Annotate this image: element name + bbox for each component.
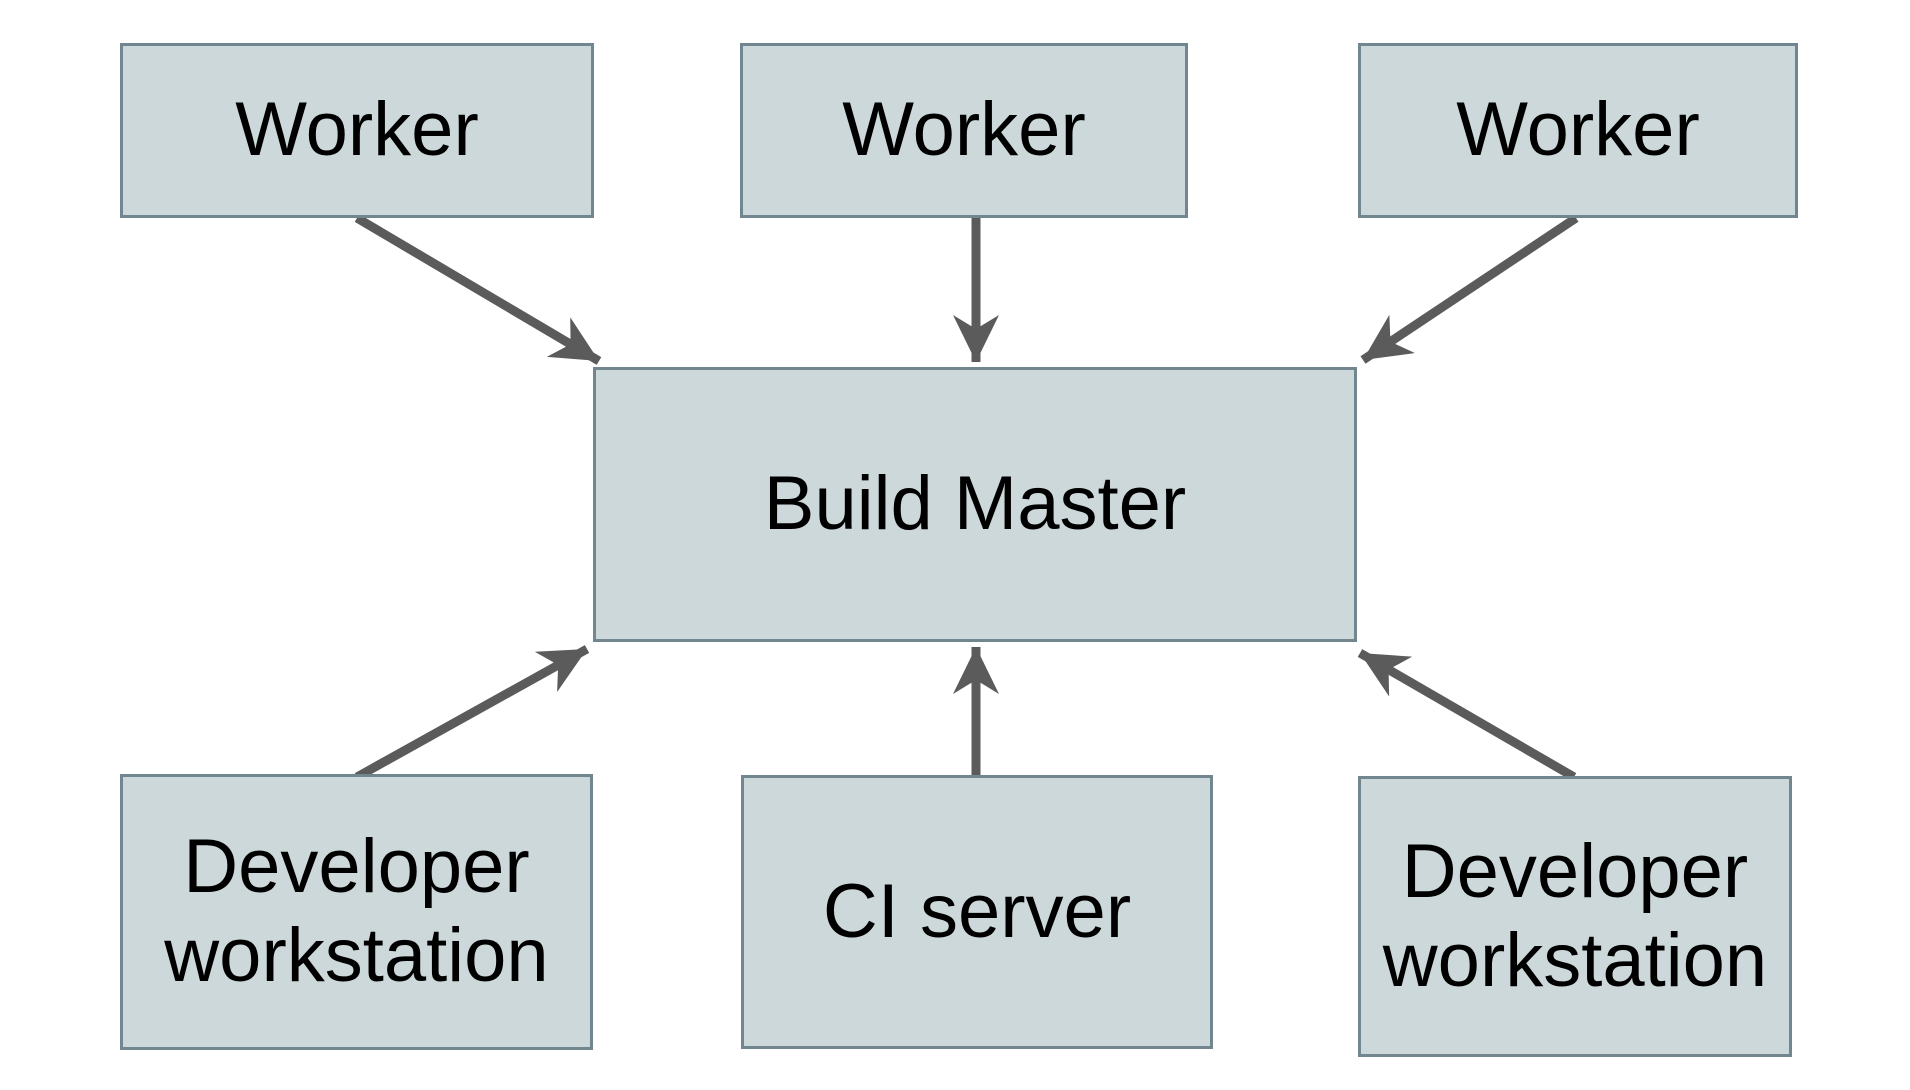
node-build-master: Build Master <box>593 367 1357 642</box>
arrow-dev-workstation-1-to-build-master <box>354 645 590 781</box>
node-worker-1: Worker <box>120 43 594 218</box>
node-developer-workstation-left: Developer workstation <box>120 774 593 1050</box>
node-worker-2: Worker <box>740 43 1188 218</box>
node-ci-server: CI server <box>741 775 1213 1049</box>
arrow-worker-3-to-build-master <box>1360 214 1579 364</box>
node-worker-3: Worker <box>1358 43 1798 218</box>
arrow-worker-1-to-build-master <box>354 214 602 365</box>
node-developer-workstation-right: Developer workstation <box>1358 776 1792 1057</box>
arrow-dev-workstation-2-to-build-master <box>1357 649 1577 781</box>
